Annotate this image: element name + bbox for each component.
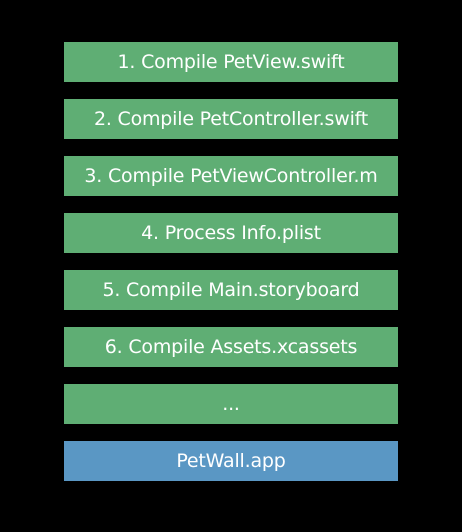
build-step: 5. Compile Main.storyboard (64, 270, 398, 310)
build-step-ellipsis: ... (64, 384, 398, 424)
build-product: PetWall.app (64, 441, 398, 481)
build-steps-stack: 1. Compile PetView.swift 2. Compile PetC… (64, 42, 398, 481)
build-step: 3. Compile PetViewController.m (64, 156, 398, 196)
build-step: 2. Compile PetController.swift (64, 99, 398, 139)
build-step: 4. Process Info.plist (64, 213, 398, 253)
build-step: 1. Compile PetView.swift (64, 42, 398, 82)
build-step: 6. Compile Assets.xcassets (64, 327, 398, 367)
